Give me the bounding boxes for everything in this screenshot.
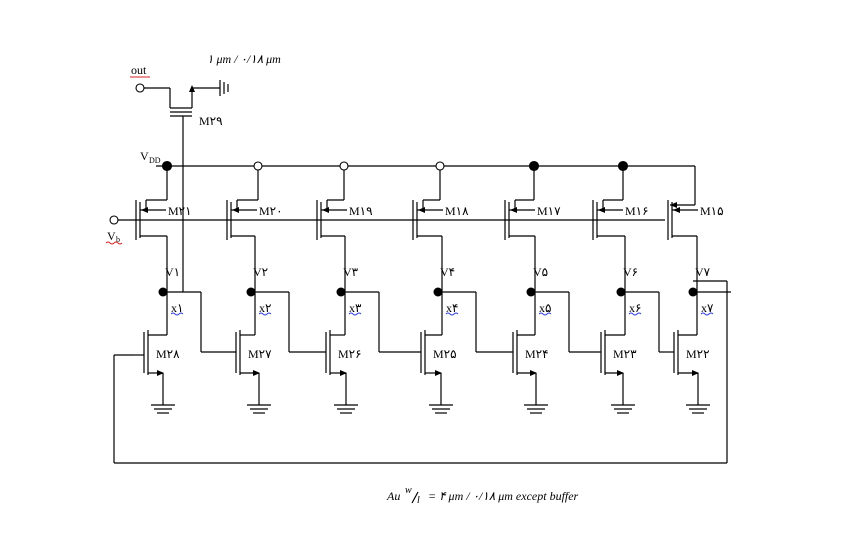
stage-transistor-label: M۲۶ xyxy=(338,347,362,361)
stage-transistor-label: M۲۵ xyxy=(433,347,457,361)
vdd-junction xyxy=(528,160,540,172)
node-label: x۱ xyxy=(171,301,183,315)
m29-label: M۲۹ xyxy=(199,114,223,128)
vdd-junction xyxy=(253,161,263,171)
node-voltage-label: V۷ xyxy=(695,265,711,279)
footer-w: w xyxy=(405,485,412,496)
load-transistor-label: M۱۸ xyxy=(445,204,469,218)
vb-subscript: b xyxy=(116,235,120,244)
vb-label: V xyxy=(107,229,116,243)
load-arrow xyxy=(322,207,329,213)
node-label: x۵ xyxy=(539,301,551,315)
footer-rest: = ۴ μm / ۰/۱۸ μm except buffer xyxy=(428,489,579,503)
vb-rail: V b xyxy=(105,215,665,245)
stage-transistor-label: M۲۷ xyxy=(248,347,272,361)
vdd-junction xyxy=(617,160,629,172)
output-node xyxy=(433,287,443,297)
load-arrow xyxy=(141,207,148,213)
out-terminal[interactable] xyxy=(135,83,145,93)
stage-arrow xyxy=(340,370,347,376)
buffer-size-label: ۱ μm / ۰/۱۸ μm xyxy=(207,52,281,66)
load-arrow xyxy=(673,207,680,213)
load-transistor-label: M۱۵ xyxy=(700,204,724,218)
out-label: out xyxy=(131,63,147,77)
vdd-label: V xyxy=(140,149,149,163)
node-label: x۴ xyxy=(446,301,458,315)
node-label: x۶ xyxy=(629,301,641,315)
stage-transistor-label: M۲۴ xyxy=(525,347,549,361)
output-node xyxy=(246,287,256,297)
footer-prefix: Au xyxy=(386,489,400,503)
load-arrow xyxy=(418,207,425,213)
stage-arrow xyxy=(617,370,624,376)
load-arrow xyxy=(510,207,517,213)
load-arrow xyxy=(232,207,239,213)
load-transistor-label: M۱۹ xyxy=(349,204,373,218)
vdd-junction xyxy=(161,160,173,172)
load-transistor-label: M۲۱ xyxy=(168,204,192,218)
output-node xyxy=(688,287,698,297)
load-transistor-label: M۱۶ xyxy=(625,204,649,218)
node-voltage-label: V۵ xyxy=(533,265,548,279)
node-label: x۳ xyxy=(349,301,362,315)
stage-arrow xyxy=(157,370,164,376)
load-arrow xyxy=(598,207,605,213)
stage-arrow xyxy=(435,370,442,376)
node-voltage-label: V۲ xyxy=(253,265,268,279)
stage-transistor-label: M۲۲ xyxy=(686,347,710,361)
output-node xyxy=(526,287,536,297)
stage-arrow xyxy=(692,370,699,376)
output-node xyxy=(616,287,626,297)
node-voltage-label: V۶ xyxy=(623,265,638,279)
node-voltage-label: V۴ xyxy=(440,265,455,279)
vdd-junction xyxy=(435,161,445,171)
node-label: x۲ xyxy=(259,301,271,315)
node-label: x۷ xyxy=(701,301,714,315)
load-transistor-label: M۲۰ xyxy=(259,204,283,218)
footer-note: Au w l = ۴ μm / ۰/۱۸ μm except buffer xyxy=(386,485,579,506)
stage-arrow xyxy=(253,370,260,376)
footer-l: l xyxy=(417,495,420,506)
node-voltage-label: V۱ xyxy=(165,265,180,279)
output-node xyxy=(158,287,168,297)
stage-transistor-label: M۲۸ xyxy=(156,347,180,361)
buffer-section: out ۱ μm / ۰/۱۸ μm M۲۹ xyxy=(130,52,281,292)
feedback-loop xyxy=(113,280,728,464)
vb-terminal[interactable] xyxy=(109,215,119,225)
stage-arrow xyxy=(530,370,537,376)
vdd-subscript: DD xyxy=(149,156,161,165)
node-voltage-label: V۳ xyxy=(343,265,359,279)
vdd-rail: V DD xyxy=(140,149,696,208)
load-transistor-label: M۱۷ xyxy=(537,204,561,218)
vdd-junction xyxy=(339,161,349,171)
stage-transistor-label: M۲۳ xyxy=(613,347,637,361)
output-node xyxy=(336,287,346,297)
